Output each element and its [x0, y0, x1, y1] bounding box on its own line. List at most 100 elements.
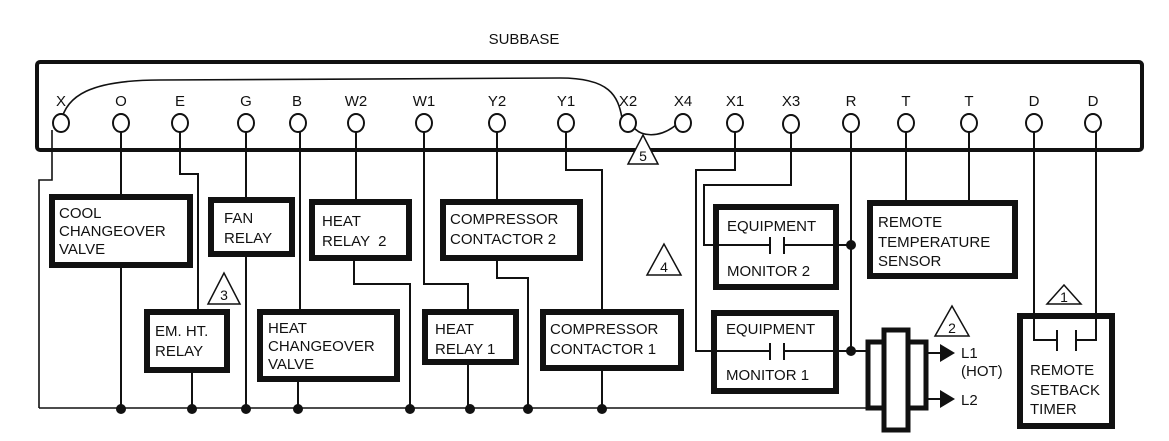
svg-text:EQUIPMENT: EQUIPMENT — [727, 218, 816, 235]
note-3: 3 — [206, 271, 242, 305]
note-triangle-icon — [933, 304, 971, 337]
wire-y1 — [565, 130, 603, 312]
svg-text:SENSOR: SENSOR — [878, 253, 942, 270]
terminal-label-x: X — [56, 93, 66, 110]
svg-text:CONTACTOR 2: CONTACTOR 2 — [450, 231, 556, 248]
terminals — [52, 113, 1102, 134]
heat-relay-1: HEAT RELAY 1 — [422, 309, 519, 365]
heat-changeover-valve: HEAT CHANGEOVER VALVE — [257, 309, 400, 382]
svg-text:FAN: FAN — [224, 210, 253, 227]
terminal-w1 — [415, 113, 433, 133]
svg-text:HEAT: HEAT — [268, 320, 307, 337]
terminal-label-b: B — [292, 93, 302, 110]
terminal-label-y1: Y1 — [557, 93, 575, 110]
remote-temperature-sensor: REMOTE TEMPERATURE SENSOR — [867, 200, 1018, 279]
svg-text:RELAY 1: RELAY 1 — [435, 341, 495, 358]
l1-hot-label: (HOT) — [961, 363, 1003, 380]
junction-dot — [116, 404, 126, 414]
transformer: L1 (HOT) L2 — [865, 327, 1003, 433]
note-4: 4 — [645, 242, 683, 276]
junction-dot — [465, 404, 475, 414]
svg-text:SETBACK: SETBACK — [1030, 382, 1100, 399]
junction-dot — [597, 404, 607, 414]
wire-x — [38, 130, 53, 408]
equipment-monitor-1: EQUIPMENT MONITOR 1 — [696, 310, 850, 394]
svg-text:COMPRESSOR: COMPRESSOR — [550, 321, 659, 338]
svg-text:3: 3 — [220, 287, 228, 303]
terminal-x1 — [726, 113, 744, 133]
svg-text:VALVE: VALVE — [268, 356, 314, 373]
subbase-frame — [35, 60, 1144, 152]
terminal-o — [112, 113, 130, 133]
subbase-title: SUBBASE — [489, 31, 560, 48]
terminal-label-x4: X4 — [674, 93, 692, 110]
note-2: 2 — [933, 304, 971, 337]
svg-text:HEAT: HEAT — [435, 321, 474, 338]
terminal-label-d1: D — [1029, 93, 1040, 110]
svg-text:5: 5 — [639, 148, 647, 164]
terminal-label-x1: X1 — [726, 93, 744, 110]
contact-icon — [704, 237, 850, 254]
wires — [38, 130, 1097, 409]
terminal-g — [237, 113, 255, 133]
transformer-core — [881, 327, 911, 433]
svg-text:RELAY: RELAY — [155, 343, 203, 360]
svg-text:CHANGEOVER: CHANGEOVER — [59, 223, 166, 240]
terminal-t1 — [897, 113, 915, 133]
equipment-monitor-2: EQUIPMENT MONITOR 2 — [704, 204, 850, 290]
svg-text:CHANGEOVER: CHANGEOVER — [268, 338, 375, 355]
note-5: 5 — [626, 133, 660, 165]
wire-r — [850, 130, 868, 352]
wire-w1 — [423, 130, 469, 312]
junction-dot — [293, 404, 303, 414]
note-triangle-icon — [1045, 283, 1083, 305]
svg-text:RELAY: RELAY — [224, 230, 272, 247]
wire-hr2-to-bus — [353, 256, 411, 408]
terminal-labels: X O E G B W2 W1 Y2 Y1 X2 X4 X1 X3 R T T … — [56, 93, 1099, 110]
svg-text:COMPRESSOR: COMPRESSOR — [450, 211, 559, 228]
junction-dot — [846, 240, 856, 250]
terminal-label-w1: W1 — [413, 93, 436, 110]
fan-relay: FAN RELAY — [208, 197, 295, 257]
svg-text:TIMER: TIMER — [1030, 401, 1077, 418]
terminal-y1 — [557, 113, 575, 133]
terminal-b — [289, 113, 307, 133]
terminal-label-r: R — [846, 93, 857, 110]
terminal-x2 — [619, 113, 637, 133]
terminal-label-x2: X2 — [619, 93, 637, 110]
svg-text:RELAY 2: RELAY 2 — [322, 233, 386, 250]
terminal-label-e: E — [175, 93, 185, 110]
terminal-r — [842, 113, 860, 133]
l1-arrow-icon — [940, 344, 955, 362]
terminal-y2 — [488, 113, 506, 133]
junction-dot — [405, 404, 415, 414]
terminal-label-d2: D — [1088, 93, 1099, 110]
terminal-w2 — [347, 113, 365, 133]
wire-e — [179, 130, 199, 312]
terminal-d2 — [1084, 113, 1102, 133]
wire-d1 — [1033, 130, 1052, 341]
wire-cc2-to-bus — [496, 256, 529, 408]
terminal-label-y2: Y2 — [488, 93, 506, 110]
svg-text:MONITOR 1: MONITOR 1 — [726, 367, 809, 384]
junction-dot — [846, 346, 856, 356]
junction-dot — [187, 404, 197, 414]
junction-dots — [116, 240, 856, 414]
svg-text:REMOTE: REMOTE — [878, 214, 942, 231]
svg-text:4: 4 — [660, 259, 668, 275]
svg-text:MONITOR 2: MONITOR 2 — [727, 263, 810, 280]
l2-label: L2 — [961, 392, 978, 409]
svg-text:1: 1 — [1060, 289, 1068, 305]
terminal-e — [171, 113, 189, 133]
note-triangle-icon — [206, 271, 242, 305]
terminal-d1 — [1025, 113, 1043, 133]
svg-text:REMOTE: REMOTE — [1030, 362, 1094, 379]
svg-text:CONTACTOR 1: CONTACTOR 1 — [550, 341, 656, 358]
terminal-label-t2: T — [964, 93, 973, 110]
l2-arrow-icon — [940, 390, 955, 408]
terminal-label-t1: T — [901, 93, 910, 110]
note-1: 1 — [1045, 283, 1083, 305]
timer-contact-icon — [1033, 318, 1097, 351]
junction-dot — [241, 404, 251, 414]
